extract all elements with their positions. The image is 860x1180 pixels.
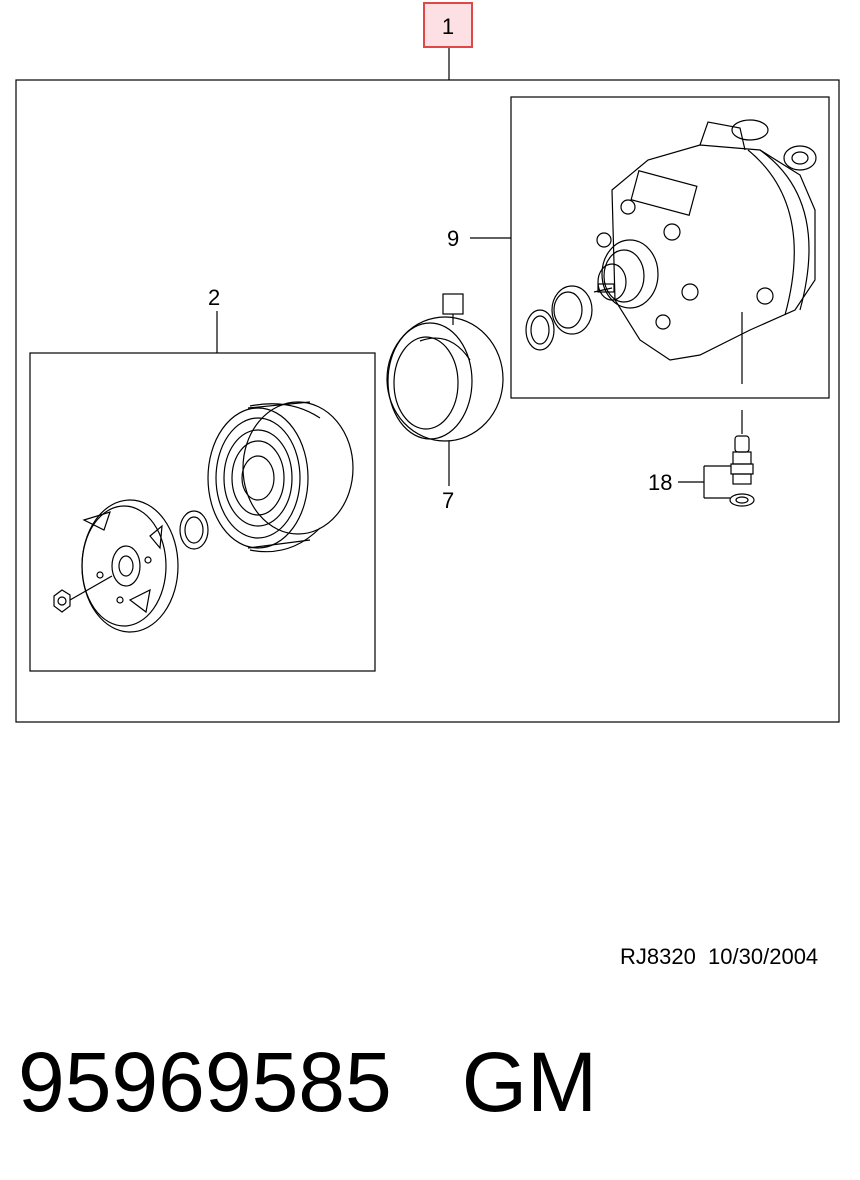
- callout-1: 1: [423, 2, 473, 48]
- snap-ring-drawing: [179, 510, 209, 550]
- clutch-plate-drawing: [69, 499, 179, 633]
- part-number: 95969585 GM: [18, 1035, 598, 1129]
- nut-drawing: [53, 589, 71, 613]
- pulley-drawing: [207, 401, 354, 553]
- assembly-frame: [15, 79, 840, 723]
- callout-7: 7: [442, 488, 455, 513]
- callout-2: 2: [208, 285, 221, 310]
- field-coil-drawing: [386, 293, 504, 442]
- callout-9: 9: [447, 226, 460, 251]
- callout-18: 18: [648, 470, 673, 495]
- valve-drawing: [729, 435, 755, 507]
- compressor-drawing: [593, 119, 817, 361]
- compressor-subframe: [510, 96, 830, 399]
- clutch-subframe: [29, 352, 376, 672]
- shaft-seal-drawing: [525, 285, 593, 351]
- document-reference: RJ8320 10/30/2004: [620, 944, 819, 969]
